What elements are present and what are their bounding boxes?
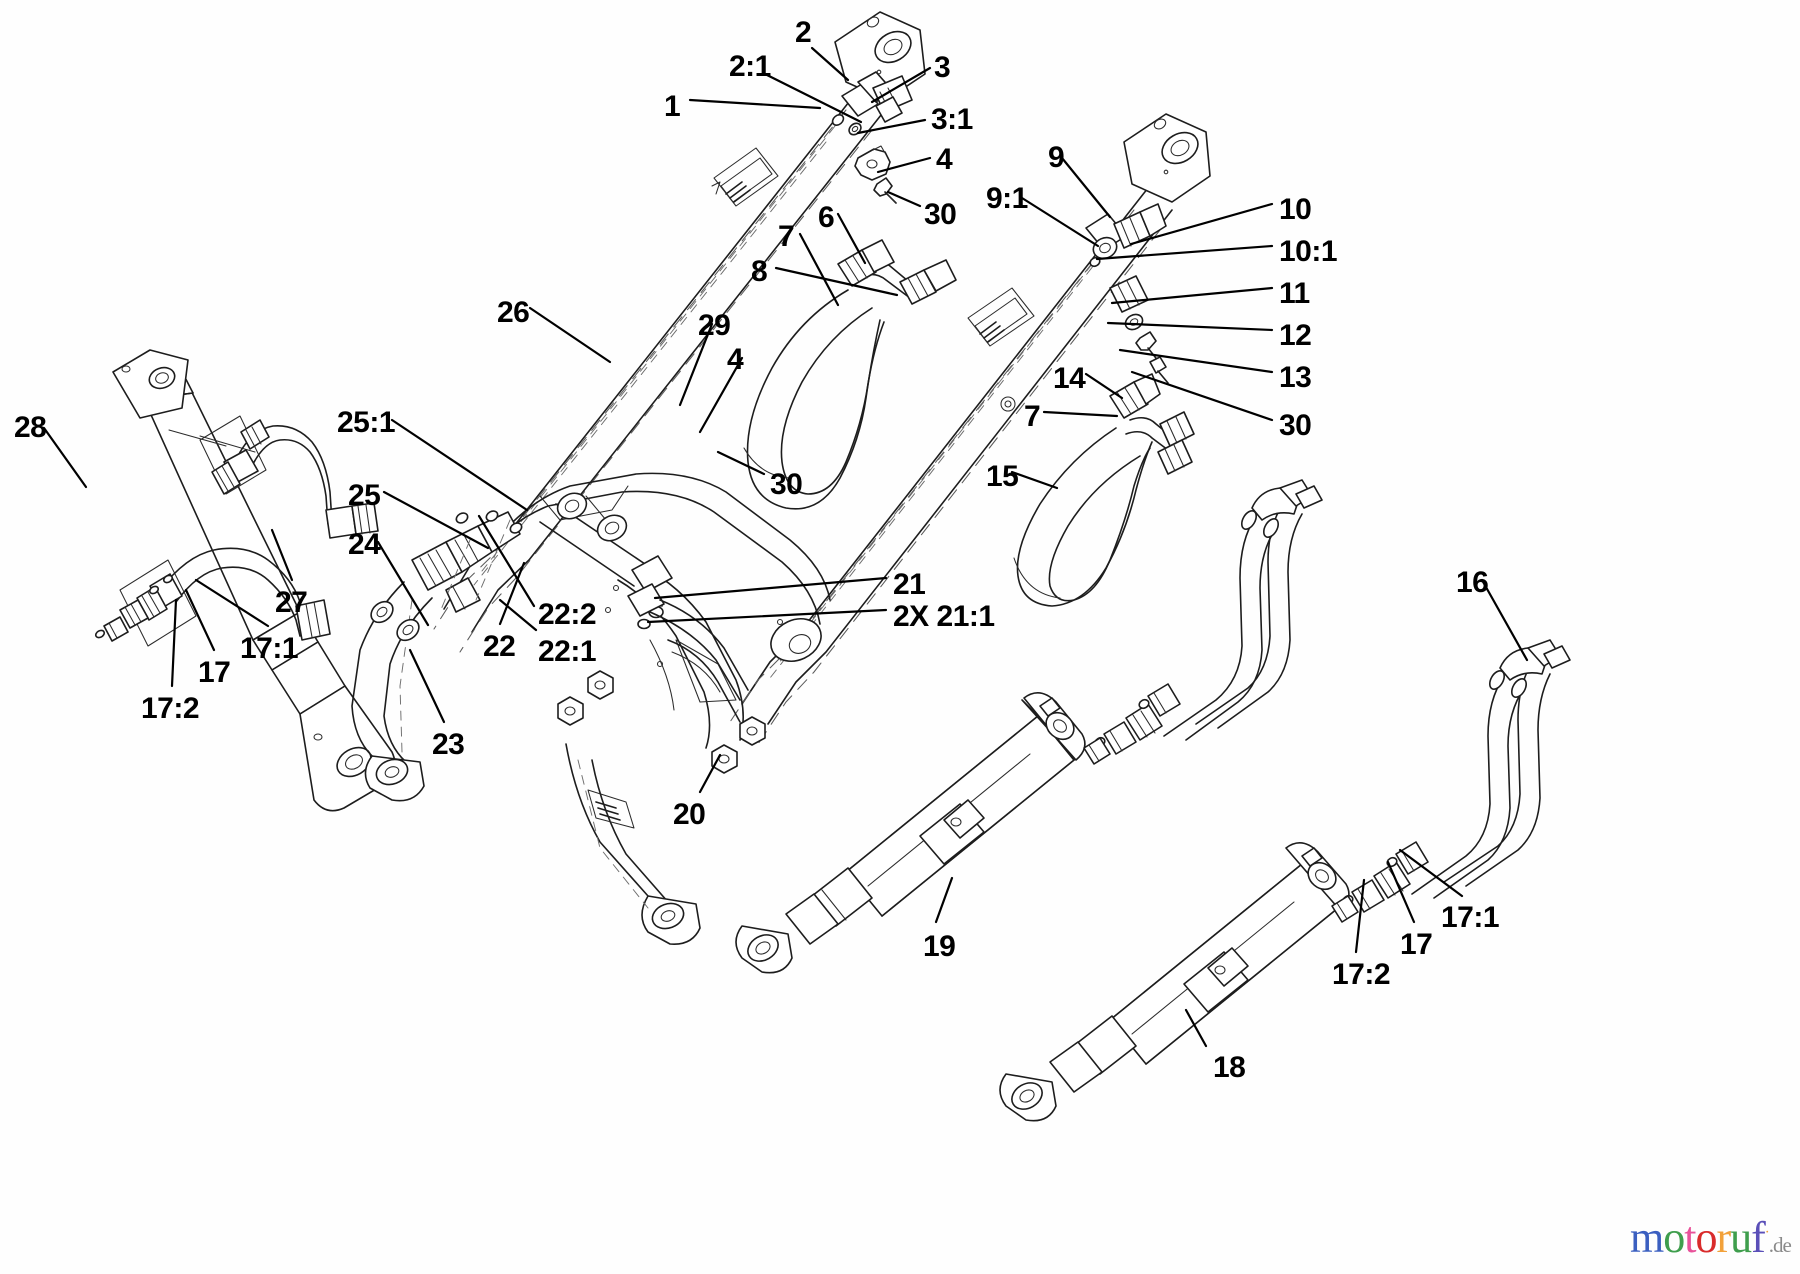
watermark-dot-accent: · bbox=[1764, 1224, 1770, 1241]
motoruf-watermark: motoruf·.de bbox=[1630, 1213, 1792, 1262]
callout-label-4: 4 bbox=[936, 143, 953, 176]
callout-label-22-1: 22:1 bbox=[538, 635, 597, 668]
callout-label-29: 29 bbox=[698, 309, 731, 342]
callout-label-16: 16 bbox=[1456, 566, 1489, 599]
callout-label-15: 15 bbox=[986, 460, 1019, 493]
callout-label-17-1: 17:1 bbox=[240, 632, 299, 665]
callout-label-17-2: 17:2 bbox=[141, 692, 200, 725]
watermark-letter: o bbox=[1695, 1213, 1717, 1262]
callout-label-26: 26 bbox=[497, 296, 530, 329]
callout-leader-lines bbox=[42, 46, 1529, 1048]
callout-label-7: 7 bbox=[778, 220, 795, 253]
callout-label-3: 3 bbox=[934, 51, 951, 84]
watermark-letter: m bbox=[1630, 1213, 1664, 1262]
callout-label-11: 11 bbox=[1279, 277, 1310, 310]
watermark-letter: o bbox=[1663, 1213, 1685, 1262]
callout-label-27: 27 bbox=[275, 586, 308, 619]
callout-label-9: 9 bbox=[1048, 141, 1065, 174]
callout-label-12: 12 bbox=[1279, 319, 1312, 352]
part-27-hose-lower bbox=[94, 547, 331, 642]
callout-label-30: 30 bbox=[770, 468, 803, 501]
callout-label-17: 17 bbox=[198, 656, 231, 689]
callout-label-23: 23 bbox=[432, 728, 465, 761]
part-19-cylinder bbox=[735, 692, 1086, 974]
callout-label-17-2: 17:2 bbox=[1332, 958, 1391, 991]
callout-label-28: 28 bbox=[14, 411, 47, 444]
callout-label-7: 7 bbox=[1024, 400, 1041, 433]
callout-label-18: 18 bbox=[1213, 1051, 1246, 1084]
callout-label-14: 14 bbox=[1053, 362, 1086, 395]
watermark-letter: f bbox=[1751, 1213, 1766, 1262]
callout-label-13: 13 bbox=[1279, 361, 1312, 394]
callout-label-17-1: 17:1 bbox=[1441, 901, 1500, 934]
callout-label-30: 30 bbox=[924, 198, 957, 231]
callout-label-25: 25 bbox=[348, 479, 381, 512]
callout-label-10-1: 10:1 bbox=[1279, 235, 1338, 268]
callout-label-2: 2 bbox=[795, 16, 812, 49]
callout-label-10: 10 bbox=[1279, 193, 1312, 226]
callout-label-25-1: 25:1 bbox=[337, 406, 396, 439]
callout-label-24: 24 bbox=[348, 528, 381, 561]
callout-label-19: 19 bbox=[923, 930, 956, 963]
callout-label-22-2: 22:2 bbox=[538, 598, 597, 631]
watermark-letter: t bbox=[1684, 1213, 1696, 1262]
part-18-cylinder bbox=[999, 842, 1350, 1122]
callout-label-2-1: 2:1 bbox=[729, 50, 771, 83]
callout-label-1: 1 bbox=[664, 90, 681, 123]
callout-label-9-1: 9:1 bbox=[986, 182, 1028, 215]
callout-label-4: 4 bbox=[727, 343, 744, 376]
hose-run-left bbox=[1083, 479, 1323, 765]
hose-run-right bbox=[1331, 639, 1571, 923]
callout-label-6: 6 bbox=[818, 201, 835, 234]
watermark-letter: r bbox=[1716, 1213, 1731, 1262]
callout-label-3-1: 3:1 bbox=[931, 103, 973, 136]
callout-label-17: 17 bbox=[1400, 928, 1433, 961]
part-27-hose-upper bbox=[211, 419, 379, 539]
callout-label-30: 30 bbox=[1279, 409, 1312, 442]
callout-label-20: 20 bbox=[673, 798, 706, 831]
loader-frame-assembly bbox=[351, 11, 1211, 945]
watermark-suffix: .de bbox=[1768, 1233, 1792, 1257]
callout-label-8: 8 bbox=[751, 255, 768, 288]
callout-label-22: 22 bbox=[483, 630, 516, 663]
watermark-letter: u bbox=[1730, 1213, 1752, 1262]
callout-label-21: 21 bbox=[893, 568, 926, 601]
callout-label-2x-21-1: 2X 21:1 bbox=[893, 600, 995, 633]
